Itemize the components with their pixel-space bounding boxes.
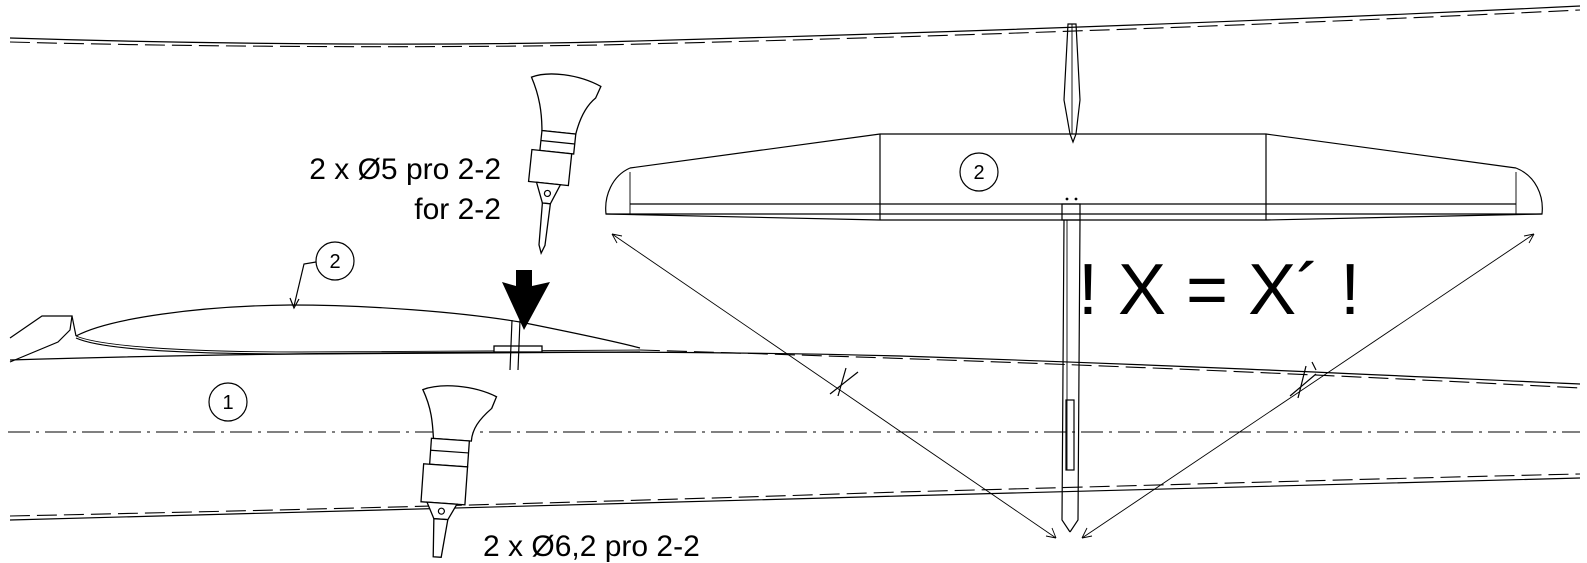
hand-drill-icon [420, 385, 498, 558]
dowel-plate [493, 319, 543, 371]
stabilizer-planform [605, 133, 1543, 221]
wing-root-contour [9, 304, 1581, 389]
part-number-label: 2 [329, 251, 340, 273]
drill-top-label-cz: 2 x Ø5 pro 2-2 [309, 153, 501, 186]
measuring-lines [611, 233, 1535, 539]
measure-mark-right [1289, 361, 1317, 399]
equal-lengths-note: ! X = X´ ! [1078, 250, 1360, 330]
drill-top-label-en: for 2-2 [414, 193, 501, 226]
part-number-label: 2 [973, 162, 984, 184]
part-bubble-wing-profile: 2 [315, 241, 355, 281]
fin [1063, 23, 1081, 144]
fuselage-bottom-contour [9, 473, 1581, 521]
leader-line-profile [293, 261, 317, 307]
part-number-label: 1 [222, 392, 233, 414]
part-bubble-fuselage: 1 [208, 382, 248, 422]
hand-drill-icon [527, 73, 602, 255]
measure-mark-left [829, 367, 859, 397]
fuselage-top-contour [9, 5, 1581, 48]
part-bubble-stabilizer: 2 [959, 152, 999, 192]
fuselage-boom [1061, 219, 1081, 533]
down-arrow-icon [502, 270, 550, 330]
drill-bottom-label: 2 x Ø6,2 pro 2-2 [483, 530, 700, 563]
leader-arrowhead [289, 297, 300, 310]
